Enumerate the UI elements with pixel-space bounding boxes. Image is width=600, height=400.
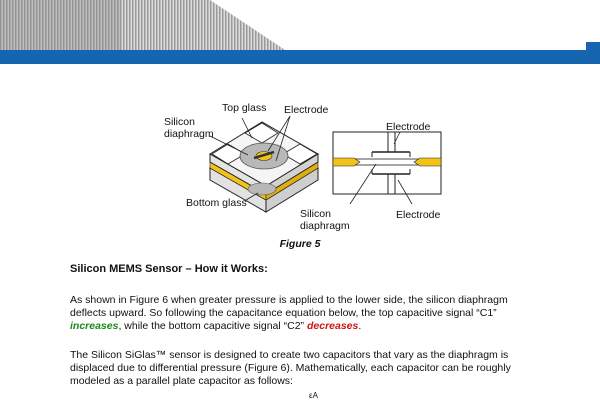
formula-numerator: εA (309, 391, 318, 400)
keyword-increases: increases (70, 320, 119, 333)
paragraph1-text-c: . (358, 320, 362, 333)
figure-caption: Figure 5 (279, 238, 321, 250)
label-electrode-top: Electrode (284, 104, 329, 116)
mems-sensor-diagram: Top glass Electrode Silicon diaphragm Bo… (164, 102, 442, 232)
label-electrode-right-bottom: Electrode (396, 209, 441, 221)
sensor-cross-section (332, 131, 442, 205)
sensor-isometric (209, 115, 319, 213)
label-silicon-left-2: diaphragm (164, 128, 214, 140)
label-top-glass: Top glass (222, 102, 266, 114)
header-stripes (0, 0, 285, 50)
header-graphic (0, 0, 600, 64)
paragraph1-text-a: As shown in Figure 6 when greater pressu… (70, 294, 508, 320)
header-banner (0, 0, 600, 66)
label-bottom-glass: Bottom glass (186, 197, 247, 209)
label-electrode-right-top: Electrode (386, 121, 431, 133)
label-silicon-left-1: Silicon (164, 116, 195, 128)
label-silicon-center-2: diaphragm (300, 220, 350, 232)
figure-5: Top glass Electrode Silicon diaphragm Bo… (0, 96, 600, 246)
section-title: Silicon MEMS Sensor – How it Works: (70, 263, 268, 275)
paragraph1-text-b: , while the bottom capacitive signal “C2… (118, 320, 307, 333)
keyword-decreases: decreases (306, 320, 359, 333)
header-blue-bar (0, 50, 600, 64)
paragraph-how-it-works: As shown in Figure 6 when greater pressu… (70, 294, 540, 334)
label-silicon-center-1: Silicon (300, 208, 331, 220)
paragraph-siglas-description: The Silicon SiGlas™ sensor is designed t… (70, 349, 511, 388)
